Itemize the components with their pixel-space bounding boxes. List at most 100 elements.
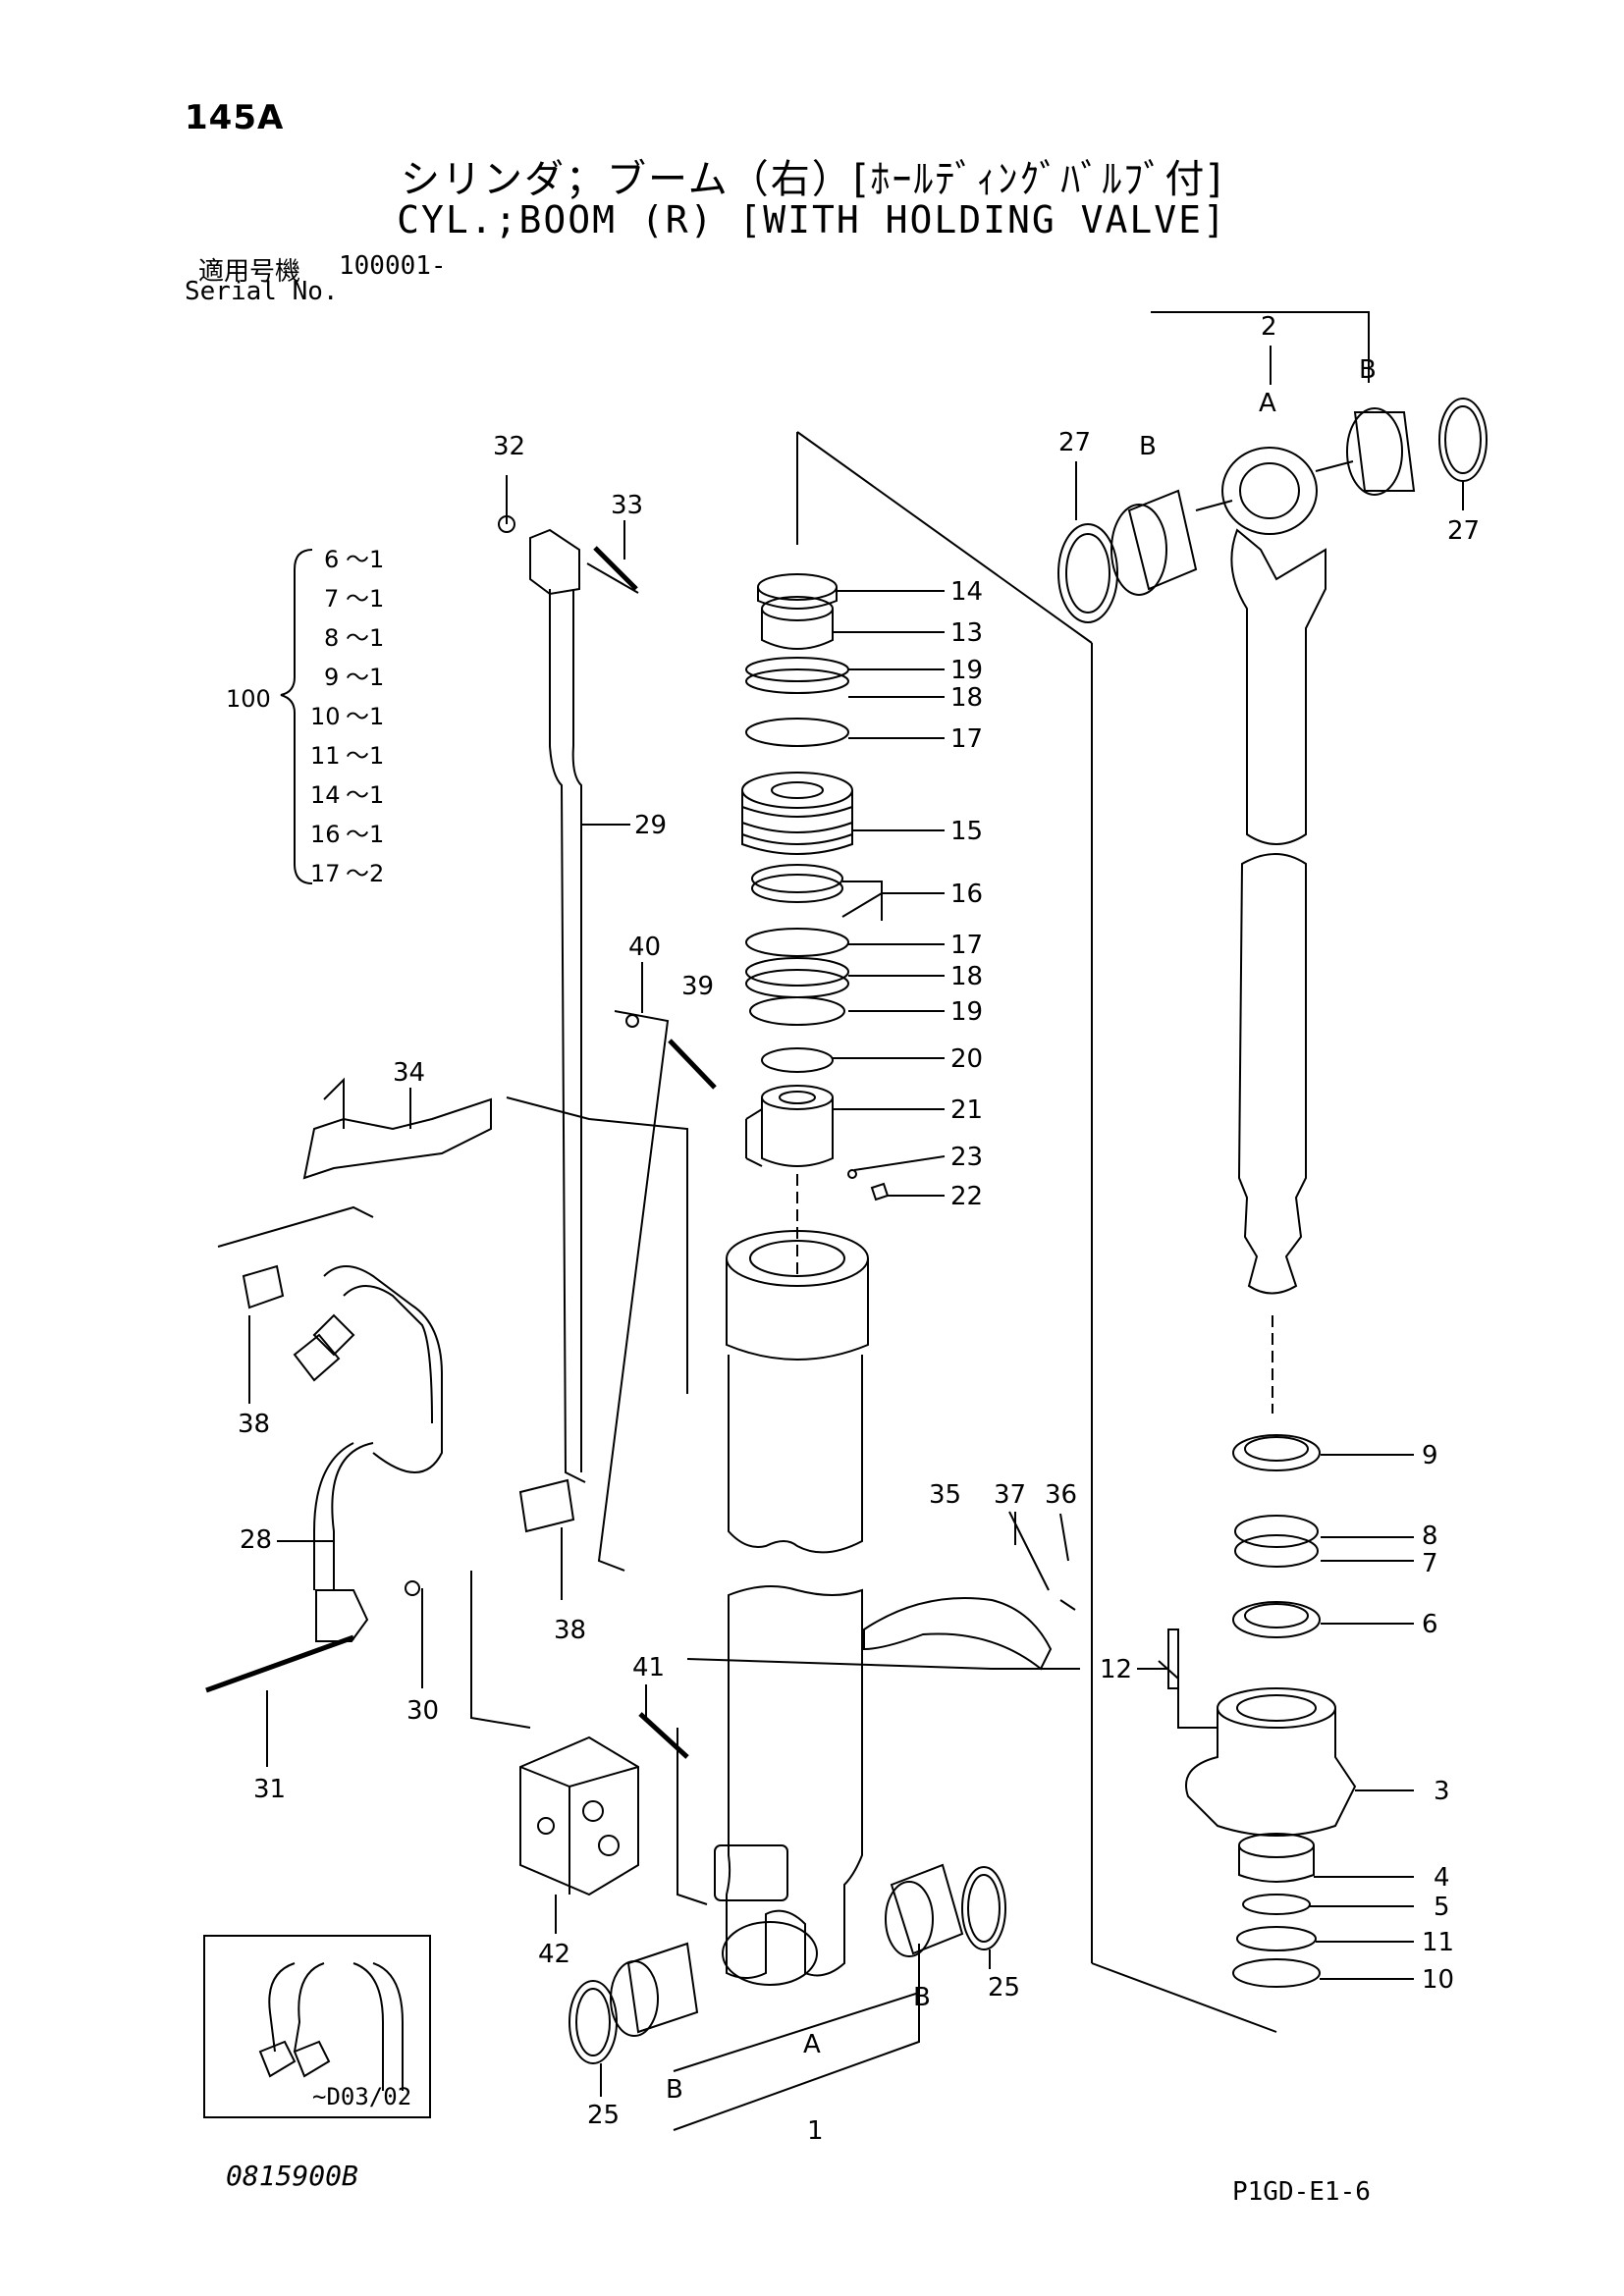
inset-box [203,1935,431,2118]
svg-text:7: 7 [324,585,339,613]
callout-36: 36 [1045,1480,1078,1510]
callout-41: 41 [632,1653,666,1682]
flange-block [529,528,580,596]
svg-text:16: 16 [310,821,341,848]
callout-25: 25 [587,2101,621,2130]
leader-lines [248,346,1464,2097]
kit-item: 10～1 [310,703,384,730]
label-b: B [913,1983,931,2012]
callout-27: 27 [1058,428,1092,457]
callout-38: 38 [554,1616,587,1645]
label-a: A [1259,389,1276,418]
svg-text:17: 17 [310,860,341,887]
svg-text:～2: ～2 [346,860,384,887]
assembly-lines [217,311,1370,2131]
cylinder-tube [714,1230,869,1986]
callout-30: 30 [406,1696,440,1726]
kit-item: 11～1 [310,742,384,770]
svg-text:14: 14 [310,781,341,809]
callout-25: 25 [988,1973,1021,2002]
callout-14: 14 [950,577,984,607]
callout-19: 19 [950,997,984,1027]
callout-2: 2 [1261,312,1277,342]
document-number: 0815900B [226,2160,358,2192]
callout-4: 4 [1434,1863,1450,1893]
callout-1: 1 [807,2116,824,2146]
callout-27: 27 [1447,516,1481,546]
kit-number: 100 [226,685,271,713]
serial-value: 100001- [339,251,447,281]
page-title-en: CYL.;BOOM (R) [WITH HOLDING VALVE] [397,198,1227,241]
callout-10: 10 [1422,1965,1455,1995]
svg-text:11: 11 [310,742,341,770]
page-code: 145A [185,98,285,137]
callout-8: 8 [1422,1522,1438,1551]
callout-17: 17 [950,724,984,754]
valve-mount-block [714,1844,788,1901]
callout-37: 37 [994,1480,1027,1510]
callout-18: 18 [950,683,984,713]
page-reference: P1GD-E1-6 [1232,2177,1371,2207]
callout-22: 22 [950,1182,984,1211]
bolts [498,515,717,1759]
callout-34: 34 [393,1058,426,1088]
kit-item: 14～1 [310,781,384,809]
callout-18: 18 [950,962,984,991]
callout-16: 16 [950,880,984,909]
o-ring [745,718,849,747]
callout-29: 29 [634,811,668,840]
callout-39: 39 [681,972,715,1001]
callout-23: 23 [950,1143,984,1172]
bottom-bushings [568,1863,1006,2064]
kit-item: 16～1 [310,821,384,848]
piston-nut [761,1097,834,1167]
inset-label: ~D03/02 [312,2083,412,2110]
callout-20: 20 [950,1044,984,1074]
slipper-seal [751,864,843,893]
label-a: A [803,2030,821,2059]
svg-text:9: 9 [324,664,339,691]
pipe-clamp [518,1478,575,1533]
callout-9: 9 [1422,1441,1438,1470]
callout-15: 15 [950,817,984,846]
callout-33: 33 [611,491,644,520]
callout-12: 12 [1100,1655,1133,1684]
rod-end-bushings [1057,398,1488,623]
svg-text:～1: ～1 [346,546,384,573]
callout-5: 5 [1434,1893,1450,1922]
callout-7: 7 [1422,1549,1438,1578]
callout-6: 6 [1422,1610,1438,1639]
svg-text:～1: ～1 [346,703,384,730]
callout-21: 21 [950,1095,984,1125]
piston-rod [1221,447,1326,1414]
page-title-jp: シリンダ；ブーム（右）[ﾎｰﾙﾃﾞｨﾝｸﾞﾊﾞﾙﾌﾞ付] [400,157,1223,202]
kit-item: 17～2 [310,860,384,887]
callout-13: 13 [950,618,984,648]
serial-label-jp: 適用号機 [198,257,301,287]
serial-label-en: Serial No. [185,277,339,306]
callout-35: 35 [929,1480,962,1510]
svg-text:～1: ～1 [346,624,384,652]
svg-text:～1: ～1 [346,742,384,770]
svg-text:6: 6 [324,546,339,573]
svg-text:～1: ～1 [346,664,384,691]
svg-text:～1: ～1 [346,821,384,848]
callout-38: 38 [238,1410,271,1439]
cylinder-head [1185,1708,1357,1837]
kit-item: 6 ～1 [324,546,384,573]
holding-valve [519,1735,639,1896]
svg-text:10: 10 [310,703,341,730]
callout-11: 11 [1422,1928,1455,1957]
pipe-flange [315,1589,369,1642]
label-b: B [1139,432,1157,461]
seal-stack [741,431,1277,2033]
pipe-clamp [242,1264,285,1309]
callout-32: 32 [493,432,526,461]
cushion-ring [761,1047,834,1073]
label-b: B [1359,355,1377,385]
callout-28: 28 [240,1525,273,1555]
callout-42: 42 [538,1940,571,1969]
kit-item: 7～1 [324,585,384,613]
